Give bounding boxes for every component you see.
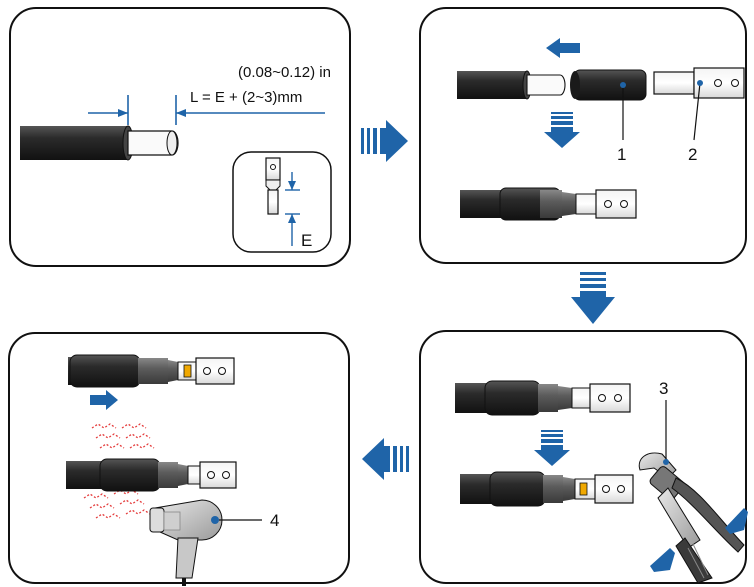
strip-length-dimension [88,95,325,125]
step-2-panel: 1 2 [419,7,747,264]
arrow-left-1 [362,438,409,480]
callout-4: 4 [270,511,279,530]
step-3-panel: 3 [419,330,748,584]
inset-e-label: E [301,231,312,250]
heat-waves-icon [83,423,155,519]
tube-before-shrink [68,354,235,388]
step-1-panel: (0.08~0.12) in L = E + (2~3)mm E [9,7,351,267]
arrow-right-small [90,390,118,410]
arrow-right-1 [361,120,408,162]
arrow-left-small [546,38,580,58]
crimping-tool-icon [638,452,745,584]
push-arrows [650,508,748,572]
tube-after-shrink [66,458,237,492]
step-4-panel: 4 [8,332,350,586]
unit-text: (0.08~0.12) in [238,64,331,81]
stripped-cable [20,125,179,161]
arrow-down-small-2 [534,430,570,466]
formula-text: L = E + (2~3)mm [190,89,302,106]
callout-3: 3 [659,379,668,398]
heat-shrink-tube [570,69,647,101]
terminal-inset: E [232,151,332,253]
cable-with-lug [455,380,631,416]
heat-gun-icon [149,499,223,586]
callout-1: 1 [617,145,626,164]
crimped-cable [460,471,634,507]
assembled-cable [460,187,637,221]
arrow-down-1 [571,272,615,324]
callout-2: 2 [688,145,697,164]
arrow-down-small [544,112,580,148]
